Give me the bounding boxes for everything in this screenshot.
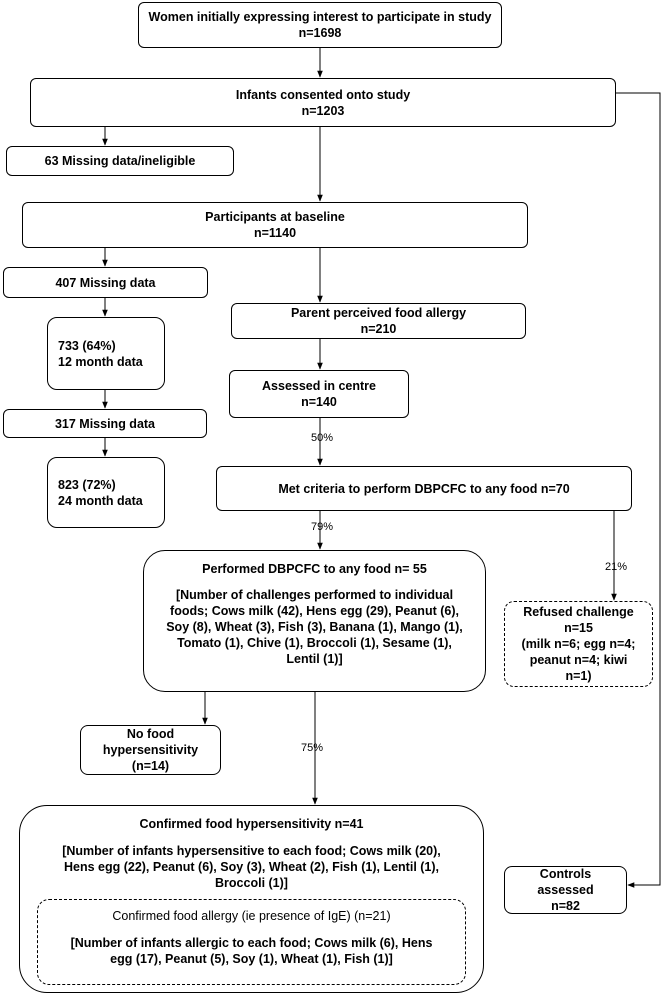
- confirmed-allergy-line-1: [Number of infants allergic to each food…: [70, 936, 433, 950]
- met-criteria-label: Met criteria to perform DBPCFC to any fo…: [278, 481, 570, 496]
- refused-line-1: n=15: [564, 621, 593, 635]
- missing-407-label: 407 Missing data: [55, 275, 156, 290]
- performed-box: Performed DBPCFC to any food n= 55 [Numb…: [143, 550, 486, 692]
- controls-line-2: assessed: [537, 883, 594, 897]
- baseline-label: Participants at baseline: [205, 210, 345, 224]
- refused-title: Refused challenge: [523, 605, 634, 619]
- month12-count: 733 (64%): [58, 338, 116, 353]
- month24-count: 823 (72%): [58, 477, 116, 492]
- performed-line-1: [Number of challenges performed to indiv…: [175, 588, 454, 602]
- pct-met-to-refused: 21%: [605, 561, 628, 573]
- baseline-count: n=1140: [253, 226, 297, 240]
- missing-317-box: 317 Missing data: [3, 409, 207, 438]
- no-hypersensitivity-box: No food hypersensitivity (n=14): [80, 725, 221, 775]
- month24-box: 823 (72%) 24 month data: [47, 457, 165, 528]
- refused-line-3: peanut n=4; kiwi: [529, 653, 628, 667]
- month24-label: 24 month data: [58, 493, 143, 508]
- pct-assessed-to-met: 50%: [311, 432, 334, 444]
- confirmed-allergy-title: Confirmed food allergy (ie presence of I…: [112, 909, 391, 923]
- infants-consented-count: n=1203: [301, 103, 345, 118]
- parent-perceived-count: n=210: [360, 322, 397, 336]
- no-hyper-line-2: hypersensitivity: [102, 743, 199, 757]
- performed-line-2: foods; Cows milk (42), Hens egg (29), Pe…: [170, 604, 459, 618]
- missing-317-label: 317 Missing data: [54, 416, 156, 431]
- missing-407-box: 407 Missing data: [3, 267, 208, 298]
- women-interest-box: Women initially expressing interest to p…: [138, 2, 502, 48]
- refused-line-2: (milk n=6; egg n=4;: [521, 637, 636, 651]
- month12-label: 12 month data: [58, 354, 143, 369]
- infants-consented-label: Infants consented onto study: [235, 87, 411, 102]
- assessed-centre-box: Assessed in centre n=140: [229, 370, 409, 418]
- pct-performed-to-confirmed: 75%: [301, 742, 324, 754]
- women-interest-count: n=1698: [298, 26, 342, 40]
- controls-line-1: Controls: [539, 867, 592, 881]
- confirmed-hyper-line-2: Hens egg (22), Peanut (6), Soy (3), Whea…: [63, 860, 440, 874]
- no-hyper-line-1: No food: [126, 727, 175, 741]
- confirmed-hyper-title: Confirmed food hypersensitivity n=41: [139, 817, 364, 831]
- performed-line-4: Tomato (1), Chive (1), Broccoli (1), Ses…: [177, 636, 452, 650]
- confirmed-allergy-line-2: egg (17), Peanut (5), Soy (1), Wheat (1)…: [110, 952, 393, 966]
- refused-box: Refused challenge n=15 (milk n=6; egg n=…: [504, 601, 653, 687]
- missing-63-label: 63 Missing data/ineligible: [44, 154, 196, 168]
- assessed-centre-count: n=140: [301, 395, 337, 409]
- performed-line-3: Soy (8), Wheat (3), Fish (3), Banana (1)…: [166, 620, 463, 634]
- parent-perceived-box: Parent perceived food allergy n=210: [231, 303, 526, 339]
- no-hyper-line-3: (n=14): [131, 759, 170, 773]
- controls-box: Controls assessed n=82: [504, 866, 627, 914]
- performed-line-5: Lentil (1)]: [286, 652, 343, 666]
- missing-63-box: 63 Missing data/ineligible: [6, 146, 234, 176]
- met-criteria-box: Met criteria to perform DBPCFC to any fo…: [216, 466, 632, 511]
- controls-line-3: n=82: [551, 899, 580, 913]
- parent-perceived-label: Parent perceived food allergy: [290, 306, 467, 320]
- confirmed-hyper-line-3: Broccoli (1)]: [215, 876, 288, 890]
- pct-met-to-performed: 79%: [311, 521, 334, 533]
- assessed-centre-label: Assessed in centre: [262, 379, 376, 393]
- confirmed-allergy-box: Confirmed food allergy (ie presence of I…: [37, 899, 466, 985]
- confirmed-hyper-line-1: [Number of infants hypersensitive to eac…: [62, 844, 441, 858]
- performed-title: Performed DBPCFC to any food n= 55: [202, 562, 427, 576]
- baseline-box: Participants at baseline n=1140: [22, 202, 528, 248]
- infants-consented-box: Infants consented onto study n=1203: [30, 78, 616, 127]
- refused-line-4: n=1): [565, 669, 592, 683]
- month12-box: 733 (64%) 12 month data: [47, 317, 165, 390]
- women-interest-label: Women initially expressing interest to p…: [148, 10, 492, 24]
